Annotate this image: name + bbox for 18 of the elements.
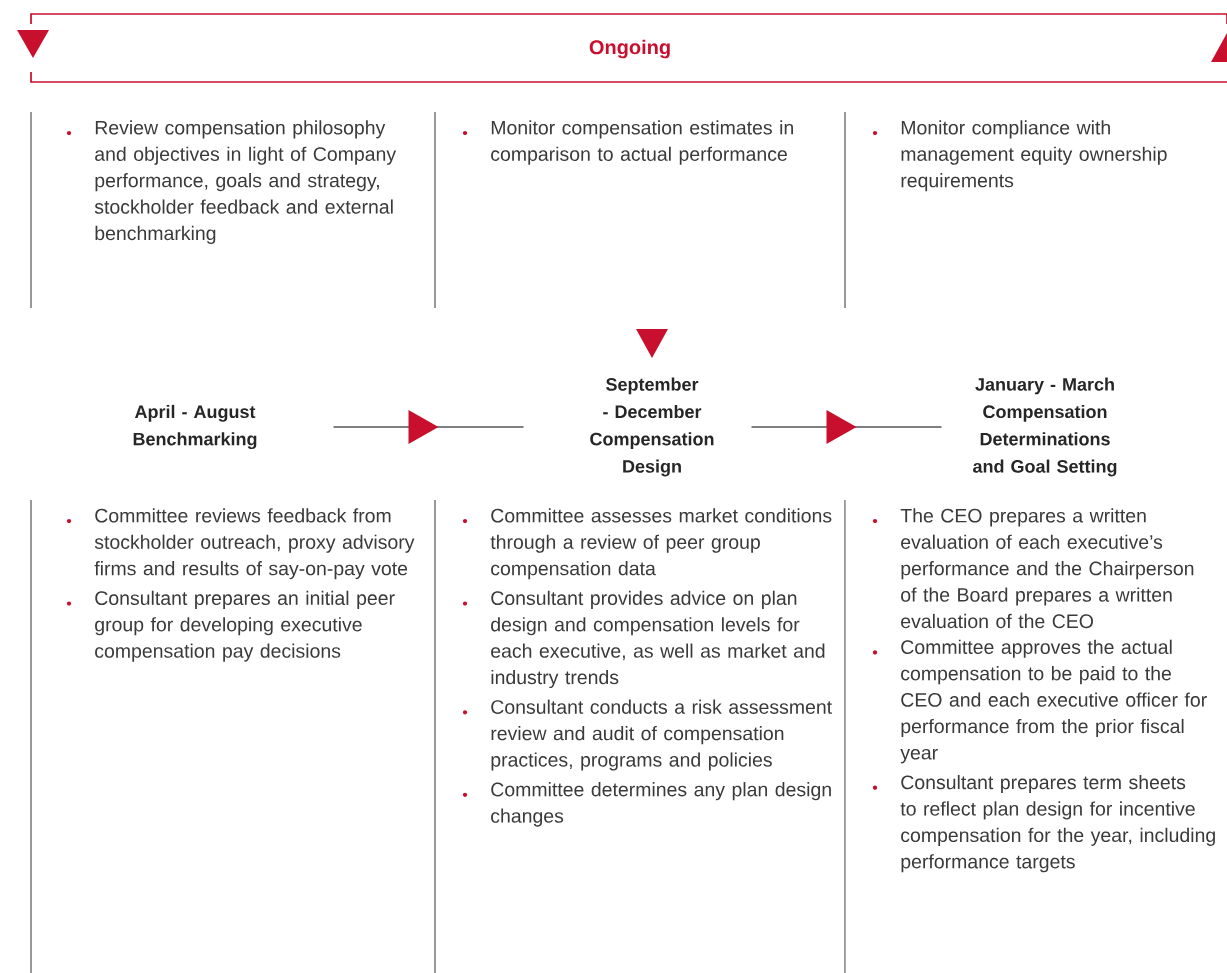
bullet-item: Review compensation philosophy and objectives in light of Company performance, goals and strategy, stockholder feedback and external benchmarking xyxy=(66,120,397,244)
ongoing-band: Ongoing xyxy=(30,13,1227,83)
bullet-item: The CEO prepares a written evaluation of each executive’s performance and the Chairperson of the Board prepares a written evaluation of the CEO xyxy=(872,508,1194,629)
bullet-item: Committee approves the actual compensation to be paid to the CEO and each executive officer for performance from the prior fiscal year xyxy=(872,639,1207,764)
arrow xyxy=(750,410,943,444)
stage-label: January - March Compensation Determinations and Goal Setting xyxy=(973,377,1117,477)
bullet-item: Monitor compliance with management equity ownership requirements xyxy=(872,120,1167,192)
stage-label: April - August Benchmarking xyxy=(133,404,257,450)
bullet-item: Committee reviews feedback from stockholder outreach, proxy advisory firms and results of say-on-pay vote xyxy=(66,508,415,580)
stage-label: September - December Compensation Design xyxy=(590,377,714,477)
bullet-item: Monitor compensation estimates in comparison to actual performance xyxy=(462,120,793,165)
bullet-item: Committee determines any plan design changes xyxy=(462,782,831,827)
arrow xyxy=(332,410,525,444)
bullet-item: Consultant provides advice on plan design and compensation levels for each executive, as well as market and industry trends xyxy=(462,590,825,689)
bullet-item: Consultant prepares an initial peer group for developing executive compensation pay decisions xyxy=(66,590,395,662)
bullet-item: Consultant conducts a risk assessment review and audit of compensation practices, programs and policies xyxy=(462,699,832,771)
bullet-item: Consultant prepares term sheets to reflect plan design for incentive compensation for the year, including performance targets xyxy=(872,774,1215,873)
bullet-item: Committee assesses market conditions through a review of peer group compensation data xyxy=(462,508,832,580)
